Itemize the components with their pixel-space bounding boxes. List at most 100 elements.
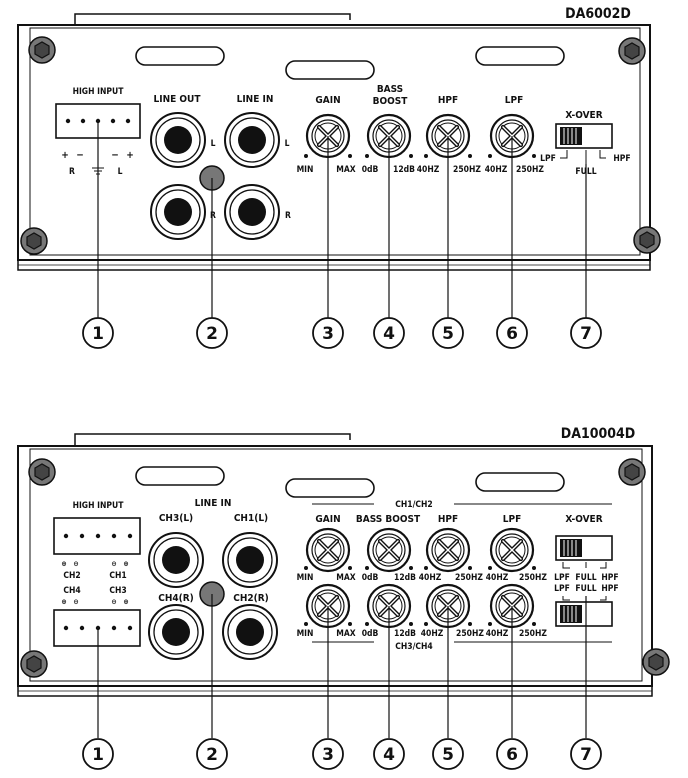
line-out-left-jack[interactable] [150, 112, 206, 168]
bass-min-label: 0dB [362, 629, 379, 639]
polarity-minus-icon: − [111, 150, 119, 161]
gain-max-label: MAX [336, 165, 356, 175]
gain-label: GAIN [315, 514, 340, 525]
callout-3: 3 [322, 745, 334, 765]
callout-7: 7 [580, 745, 592, 765]
lpf-max-label: 250HZ [519, 573, 547, 583]
xover-switch-toggle[interactable] [560, 127, 582, 145]
ch1-label: CH1 [109, 571, 126, 581]
callout-3: 3 [322, 324, 334, 344]
callout-7: 7 [580, 324, 592, 344]
hpf-min-label: 40HZ [417, 165, 440, 175]
gain-knob-ch12[interactable] [307, 529, 349, 571]
jack-r-label: R [285, 211, 291, 221]
callout-1: 1 [92, 745, 104, 765]
bass-max-label: 12dB [393, 165, 415, 175]
xover-switch-toggle[interactable] [560, 605, 582, 623]
screw-icon [28, 36, 56, 64]
hpf-label: HPF [438, 95, 458, 106]
line-in-left-jack[interactable] [224, 112, 280, 168]
svg-text:⊕: ⊕ [123, 560, 128, 568]
svg-text:⊖: ⊖ [73, 598, 78, 606]
line-out-label: LINE OUT [154, 94, 202, 105]
hpf-label: HPF [438, 514, 458, 525]
polarity-plus-icon: + [126, 150, 134, 161]
lpf-min-label: 40HZ [485, 165, 508, 175]
callout-4: 4 [383, 324, 395, 344]
svg-text:⊕: ⊕ [123, 598, 128, 606]
line-in-right-jack[interactable] [224, 184, 280, 240]
panel1-callouts: 1 2 3 4 5 6 7 [82, 317, 602, 349]
left-channel-label: L [118, 167, 123, 177]
hpf-knob-ch12[interactable] [427, 529, 469, 571]
screw-icon [642, 648, 670, 676]
model-name: DA6002D [565, 6, 631, 22]
line-out-right-jack[interactable] [150, 184, 206, 240]
panel-da6002d: DA6002D HIGH INPUT + − − + R L LINE OUT … [17, 6, 661, 318]
screw-icon [20, 650, 48, 678]
lpf-min-label: 40HZ [486, 629, 509, 639]
svg-text:⊖: ⊖ [111, 598, 116, 606]
ch3-left-jack[interactable] [148, 532, 204, 588]
gain-max-label: MAX [336, 629, 356, 639]
bass-max-label: 12dB [394, 629, 416, 639]
xover-label: X-OVER [565, 514, 602, 525]
gain-min-label: MIN [297, 165, 314, 175]
panel2-callouts: 1 2 3 4 5 6 7 [82, 738, 602, 770]
polarity-minus-icon: − [76, 150, 84, 161]
ch2-label: CH2 [63, 571, 80, 581]
lpf-label: LPF [505, 95, 523, 106]
lpf-max-label: 250HZ [519, 629, 547, 639]
bass-boost-label: BASS BOOST [356, 514, 421, 525]
xover-switch-toggle[interactable] [560, 539, 582, 557]
bass-boost-knob-ch12[interactable] [368, 529, 410, 571]
lid-outline [74, 433, 351, 450]
screw-icon [633, 226, 661, 254]
callout-2: 2 [206, 324, 218, 344]
ch4r-label: CH4(R) [158, 593, 194, 604]
line-in-label: LINE IN [237, 94, 274, 105]
ch4-right-jack[interactable] [148, 604, 204, 660]
xover-lpf-label: LPF [554, 584, 570, 594]
hpf-min-label: 40HZ [419, 573, 442, 583]
vent-slot [475, 472, 565, 492]
ch12-group-label: CH1/CH2 [395, 500, 432, 510]
xover-label: X-OVER [565, 110, 602, 121]
jack-r-label: R [210, 211, 216, 221]
xover-full-label: FULL [575, 584, 596, 594]
faceplate-inner [29, 448, 643, 682]
faceplate-inner [29, 27, 641, 256]
boost-label: BOOST [373, 96, 409, 107]
ch2-right-jack[interactable] [222, 604, 278, 660]
screw-icon [618, 458, 646, 486]
xover-hpf-label: HPF [601, 584, 618, 594]
ch2r-label: CH2(R) [233, 593, 269, 604]
gain-min-label: MIN [297, 573, 314, 583]
bass-min-label: 0dB [362, 573, 379, 583]
svg-text:⊕: ⊕ [61, 560, 66, 568]
screw-icon [20, 227, 48, 255]
callout-5: 5 [442, 745, 454, 765]
bass-label: BASS [377, 84, 403, 95]
hpf-min-label: 40HZ [421, 629, 444, 639]
bass-min-label: 0dB [362, 165, 379, 175]
xover-hpf-label: HPF [601, 573, 618, 583]
xover-lpf-label: LPF [554, 573, 570, 583]
vent-slot [285, 478, 375, 498]
ch1-left-jack[interactable] [222, 532, 278, 588]
screw-icon [618, 37, 646, 65]
svg-text:⊖: ⊖ [73, 560, 78, 568]
high-input-terminal-ch34[interactable] [53, 609, 141, 647]
callout-6: 6 [506, 324, 518, 344]
xover-full-label: FULL [575, 573, 596, 583]
lpf-knob-ch12[interactable] [491, 529, 533, 571]
high-input-label: HIGH INPUT [73, 501, 125, 511]
lpf-label: LPF [503, 514, 521, 525]
jack-l-label: L [285, 139, 290, 149]
lid-outline [74, 13, 351, 30]
ch3-label: CH3 [109, 586, 126, 596]
high-input-label: HIGH INPUT [73, 87, 125, 97]
polarity-plus-icon: + [61, 150, 69, 161]
gain-label: GAIN [315, 95, 340, 106]
